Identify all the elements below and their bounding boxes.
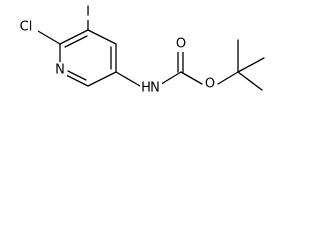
bond-c5-c6 [87,71,117,87]
bond-tbu-methyl-right [237,57,265,73]
atom-label-ester-oxygen: O [205,77,215,92]
bond-c5-nh [115,71,141,87]
structure-diagram: Cl I N H N O O [14,4,265,96]
bond-tbu-methyl-down [237,71,263,91]
carbamate-group [157,49,239,87]
atom-label-amide-nitrogen: N [150,81,160,96]
bond-c2-cl [37,30,61,45]
bond-c2-c3-inner [64,35,88,48]
bond-c6-n1-inner [67,70,87,81]
atom-label-iodine: I [86,5,90,20]
atom-label-carbonyl-oxygen: O [176,37,186,52]
pyridine-ring [59,29,117,87]
atom-labels: Cl I N H N O O [14,4,217,96]
atom-label-pyridine-nitrogen: N [55,63,65,78]
atom-label-amide-h: H [141,81,151,96]
bond-c2-c3 [59,29,89,45]
bond-ester-o-tbu-c [217,71,239,85]
tert-butyl-group [237,39,265,91]
bond-c3-c4 [87,29,117,45]
atom-label-chlorine: Cl [20,20,33,35]
bond-c6-n1 [65,74,89,87]
bond-carbonyl-c-ester-o [180,71,203,85]
